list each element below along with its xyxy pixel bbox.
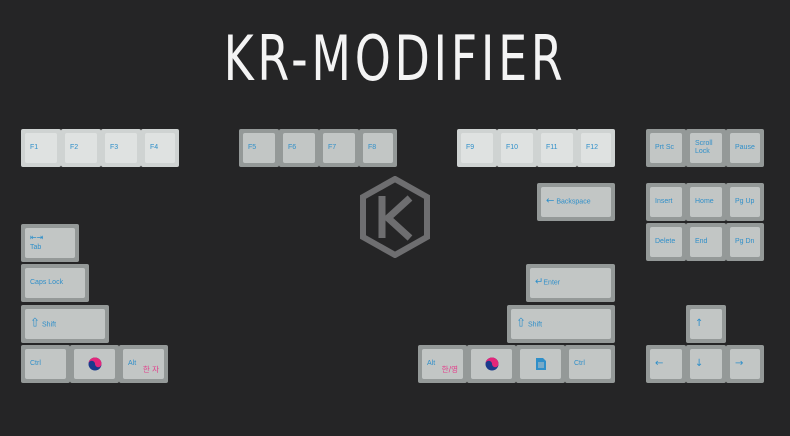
enter-text: Enter: [543, 279, 561, 287]
key-left-shift[interactable]: ⇧ Shift: [21, 305, 109, 343]
key-label: F4: [150, 144, 159, 151]
key-label: Alt: [427, 360, 436, 367]
key-home[interactable]: Home: [686, 183, 726, 221]
key-caps-lock[interactable]: Caps Lock: [21, 264, 89, 302]
han-yeong-legend: 한/영: [441, 365, 458, 374]
hanja-legend: 한 자: [142, 365, 159, 374]
page-title: KR-MODIFIER: [223, 22, 567, 95]
key-f3[interactable]: F3: [101, 129, 141, 167]
key-label: F5: [248, 144, 257, 151]
korean-flag-icon: [485, 357, 498, 371]
key-arrow-left[interactable]: ←: [646, 345, 686, 383]
key-menu[interactable]: [516, 345, 565, 383]
key-label: F3: [110, 144, 119, 151]
key-label: Insert: [655, 198, 673, 205]
key-page-up[interactable]: Pg Up: [726, 183, 764, 221]
key-label: ⇧ Shift: [516, 315, 543, 330]
key-print-screen[interactable]: Prt Sc: [646, 129, 686, 167]
key-label: F10: [506, 144, 519, 151]
key-label: F6: [288, 144, 297, 151]
shift-arrow-icon: ⇧: [516, 315, 527, 330]
key-label: ⇧ Shift: [30, 315, 57, 330]
key-label: Pg Up: [735, 198, 755, 205]
key-left-ctrl[interactable]: Ctrl: [21, 345, 70, 383]
key-right-win-flag[interactable]: [467, 345, 516, 383]
key-tab[interactable]: ⇤⇥ Tab: [21, 224, 79, 262]
key-label: Pg Dn: [735, 238, 755, 245]
key-f2[interactable]: F2: [61, 129, 101, 167]
key-page-down[interactable]: Pg Dn: [726, 223, 764, 261]
key-label: F8: [368, 144, 377, 151]
key-backspace[interactable]: ← Backspace: [537, 183, 615, 221]
key-f5[interactable]: F5: [239, 129, 279, 167]
key-label: F1: [30, 144, 39, 151]
backspace-text: Backspace: [556, 198, 591, 206]
key-label: Alt: [128, 360, 137, 367]
key-right-shift[interactable]: ⇧ Shift: [507, 305, 615, 343]
enter-arrow-icon: ↵: [535, 276, 544, 288]
shift-text: Shift: [42, 321, 57, 329]
key-f8[interactable]: F8: [359, 129, 397, 167]
tab-text: Tab: [30, 244, 42, 251]
arrow-right-icon: →: [735, 358, 744, 369]
key-label: Scroll Lock: [695, 140, 713, 155]
arrow-left-icon: ←: [655, 358, 664, 369]
menu-icon: [535, 358, 546, 370]
key-label: Pause: [735, 144, 755, 151]
shift-text: Shift: [528, 321, 543, 329]
key-left-alt-hanja[interactable]: Alt 한 자: [119, 345, 168, 383]
arrow-up-icon: ↑: [695, 318, 704, 329]
shift-arrow-icon: ⇧: [30, 315, 41, 330]
key-label: ← Backspace: [546, 195, 591, 207]
key-arrow-down[interactable]: ↓: [686, 345, 726, 383]
key-label: Home: [695, 198, 714, 205]
key-enter[interactable]: ↵Enter: [526, 264, 615, 302]
key-insert[interactable]: Insert: [646, 183, 686, 221]
key-label: Prt Sc: [655, 144, 675, 151]
key-label: ↵Enter: [535, 276, 561, 288]
key-f11[interactable]: F11: [537, 129, 577, 167]
key-label: ⇤⇥ Tab: [30, 233, 43, 252]
backspace-arrow-icon: ←: [546, 195, 555, 207]
key-label: Caps Lock: [30, 279, 64, 286]
key-f4[interactable]: F4: [141, 129, 179, 167]
arrow-down-icon: ↓: [695, 358, 704, 369]
key-f7[interactable]: F7: [319, 129, 359, 167]
key-arrow-up[interactable]: ↑: [686, 305, 726, 343]
key-pause[interactable]: Pause: [726, 129, 764, 167]
key-left-win-flag[interactable]: [70, 345, 119, 383]
key-label: F2: [70, 144, 79, 151]
key-f6[interactable]: F6: [279, 129, 319, 167]
key-end[interactable]: End: [686, 223, 726, 261]
key-arrow-right[interactable]: →: [726, 345, 764, 383]
key-f10[interactable]: F10: [497, 129, 537, 167]
key-right-ctrl[interactable]: Ctrl: [565, 345, 615, 383]
key-label: Ctrl: [574, 360, 585, 367]
key-label: F7: [328, 144, 337, 151]
key-f9[interactable]: F9: [457, 129, 497, 167]
key-f12[interactable]: F12: [577, 129, 615, 167]
key-label: Ctrl: [30, 360, 41, 367]
key-delete[interactable]: Delete: [646, 223, 686, 261]
key-label: F12: [586, 144, 599, 151]
key-label: F9: [466, 144, 475, 151]
key-right-alt-han-yeong[interactable]: Alt 한/영: [418, 345, 467, 383]
key-scroll-lock[interactable]: Scroll Lock: [686, 129, 726, 167]
tab-arrows-icon: ⇤⇥: [30, 233, 44, 242]
key-label: Delete: [655, 238, 676, 245]
kr-logo-icon: [360, 176, 430, 258]
korean-flag-icon: [88, 357, 101, 371]
key-label: F11: [546, 144, 558, 151]
key-f1[interactable]: F1: [21, 129, 61, 167]
key-label: End: [695, 238, 708, 245]
